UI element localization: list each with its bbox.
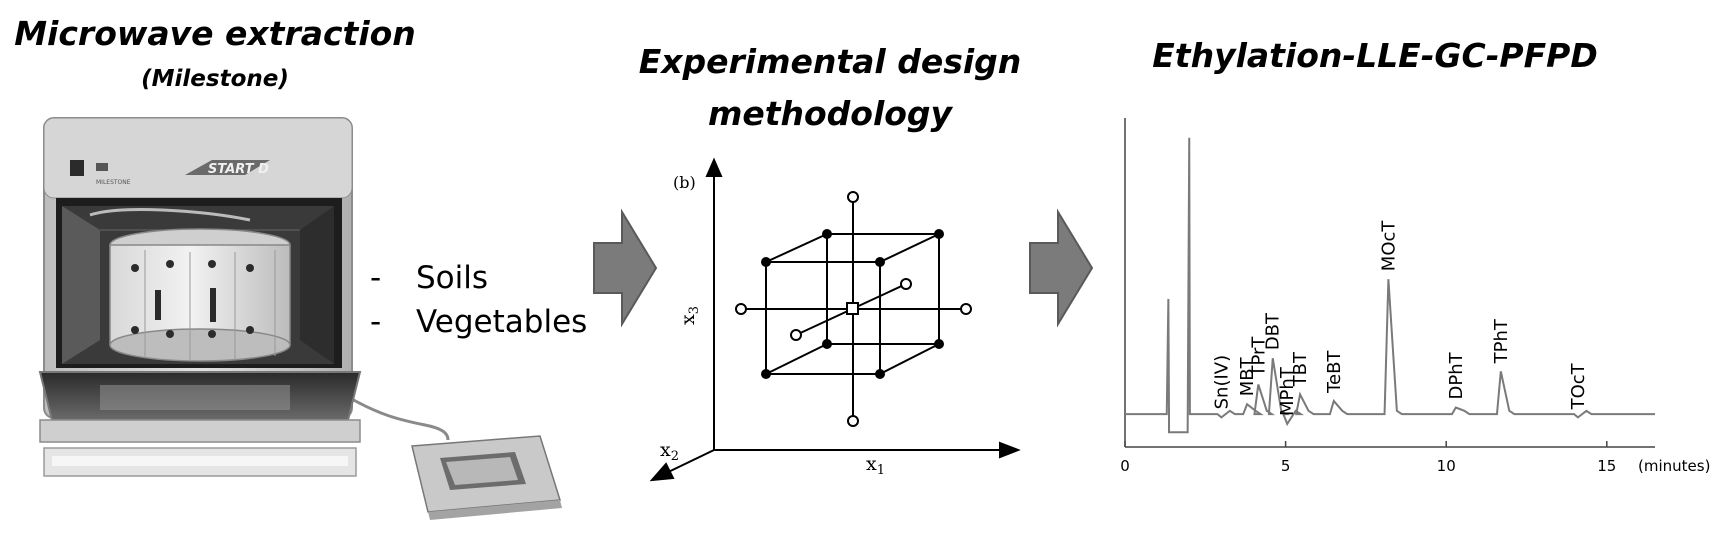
peak-label: TPrT [1248, 336, 1269, 378]
axis-x1-label: x1 [866, 453, 885, 478]
x-tick-label: 0 [1120, 457, 1130, 475]
peak-label: TeBT [1324, 350, 1345, 394]
axis-x3-label: x3 [677, 306, 702, 325]
design-title: Experimental design methodology [638, 42, 1022, 133]
peak-label: DPhT [1446, 351, 1467, 399]
microwave-subtitle: (Milestone) [141, 66, 289, 92]
axis-x2-label: x2 [660, 439, 679, 464]
microwave-title: Microwave extraction [14, 14, 416, 53]
panel-label: (b) [673, 173, 696, 192]
x-tick-label: 15 [1597, 457, 1616, 475]
peak-label: TOcT [1568, 362, 1589, 410]
x-tick-label: 10 [1437, 457, 1456, 475]
x-axis-unit-label: (minutes) [1638, 457, 1710, 475]
x-tick-label: 5 [1281, 457, 1291, 475]
sample-type-item: -Vegetables [370, 300, 587, 344]
sample-type-label: Vegetables [416, 304, 588, 340]
arrow-right-icon [1029, 208, 1094, 328]
sample-type-list: -Soils -Vegetables [370, 256, 587, 344]
chromatogram-trace [1125, 137, 1655, 434]
peak-label: MOcT [1378, 220, 1399, 272]
arrow-right-icon [593, 208, 658, 328]
peak-label: Sn(IV) [1211, 355, 1232, 410]
bullet-dash: - [370, 260, 382, 296]
peak-label: DBT [1263, 312, 1284, 350]
peak-label: MBT [1237, 356, 1258, 396]
microwave-device-illustration: MILESTONE START D [38, 117, 562, 520]
chromatography-title: Ethylation-LLE-GC-PFPD [1152, 36, 1598, 75]
device-brand-text: START D [208, 162, 269, 177]
design-diagram: (b) x [649, 157, 1021, 482]
svg-text:MILESTONE: MILESTONE [96, 179, 131, 186]
peak-label: MPhT [1277, 366, 1298, 416]
sample-type-item: -Soils [370, 256, 587, 300]
sample-type-label: Soils [416, 260, 489, 296]
peak-label: TBT [1290, 351, 1311, 387]
bullet-dash: - [370, 304, 382, 340]
peak-label: TPhT [1491, 318, 1512, 364]
